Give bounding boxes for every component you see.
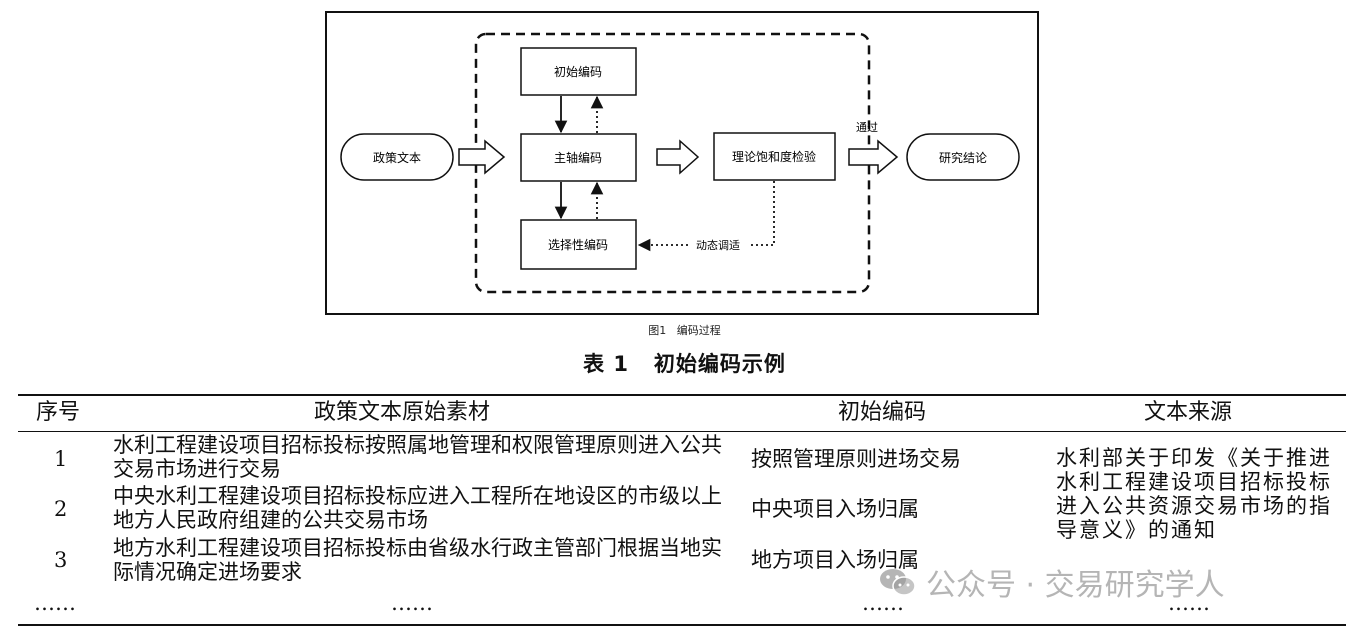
row-3-code: 地方项目入场归属 [751, 548, 919, 572]
node-saturation-test: 理论饱和度检验 [713, 132, 836, 181]
pass-label: 通过 [856, 121, 878, 134]
header-source: 文本来源 [1144, 400, 1233, 425]
figure-caption: 图1 编码过程 [648, 324, 721, 337]
header-initial-code: 初始编码 [838, 400, 927, 425]
node-axial-coding: 主轴编码 [520, 133, 637, 182]
node-label: 理论饱和度检验 [732, 149, 816, 164]
node-label: 政策文本 [373, 150, 421, 165]
ellipsis-material: …… [391, 591, 433, 615]
block-arrow-2 [656, 139, 700, 175]
block-arrow-3 [848, 139, 899, 175]
row-2-no: 2 [54, 497, 68, 521]
coding-process-diagram: 政策文本 初始编码 主轴编码 选择性编码 理论饱和度检验 研究结论 动态调适 通… [325, 11, 1039, 315]
source-text: 水利部关于印发《关于推进水利工程建设项目招标投标进入公共资源交易市场的指导意义》… [1056, 446, 1332, 542]
header-no: 序号 [36, 400, 81, 425]
header-material: 政策文本原始素材 [314, 400, 491, 425]
ellipsis-code: …… [862, 591, 904, 615]
row-3-no: 3 [54, 548, 68, 572]
row-1-material: 水利工程建设项目招标投标按照属地管理和权限管理原则进入公共交易市场进行交易 [113, 433, 722, 481]
row-2-code: 中央项目入场归属 [751, 497, 919, 521]
row-3-material: 地方水利工程建设项目招标投标由省级水行政主管部门根据当地实际情况确定进场要求 [113, 536, 722, 584]
node-initial-coding: 初始编码 [520, 47, 637, 96]
dynamic-adjust-label: 动态调适 [696, 239, 740, 252]
dotted-feedback-path [748, 181, 775, 246]
node-policy-text: 政策文本 [340, 133, 454, 181]
node-label: 选择性编码 [548, 237, 608, 252]
table-title: 表 1 初始编码示例 [583, 352, 786, 376]
row-1-no: 1 [54, 447, 68, 471]
node-label: 主轴编码 [554, 150, 602, 165]
ellipsis-no: …… [34, 591, 76, 615]
ellipsis-source: …… [1168, 591, 1210, 615]
node-label: 初始编码 [554, 64, 602, 79]
watermark-text: 公众号 · 交易研究学人 [926, 568, 1225, 603]
table-bottom-rule [18, 624, 1346, 626]
table-top-rule [18, 394, 1346, 396]
node-conclusion: 研究结论 [906, 133, 1020, 181]
watermark: 公众号 · 交易研究学人 [878, 560, 1225, 604]
row-1-code: 按照管理原则进场交易 [751, 447, 961, 471]
node-selective-coding: 选择性编码 [520, 219, 637, 270]
block-arrow-1 [458, 139, 506, 175]
wechat-icon [880, 569, 916, 596]
coding-region-dashed [474, 32, 871, 294]
node-label: 研究结论 [939, 150, 987, 165]
table-header-rule [18, 431, 1346, 432]
row-2-material: 中央水利工程建设项目招标投标应进入工程所在地设区的市级以上地方人民政府组建的公共… [113, 484, 722, 532]
